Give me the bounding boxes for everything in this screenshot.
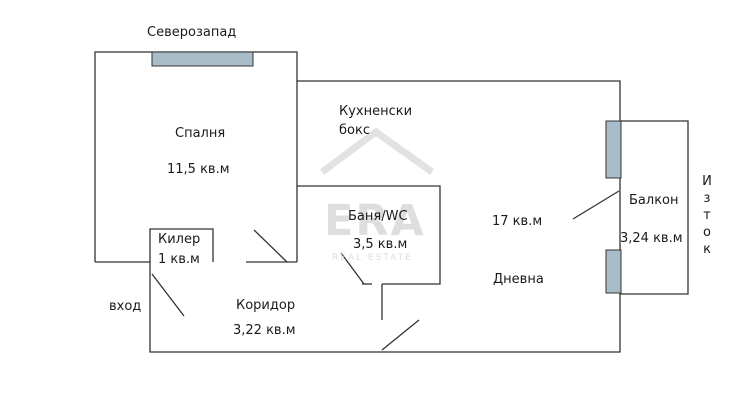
east-letter: з xyxy=(703,191,711,206)
east-letter: И xyxy=(702,174,712,189)
corridor-name-label: Коридор xyxy=(236,298,296,313)
pantry-name-label: Килер xyxy=(158,232,201,247)
east-letter: т xyxy=(703,208,711,223)
walls xyxy=(94,51,689,353)
window-balcony-bottom xyxy=(605,249,622,294)
kitchen-box-label-line2: бокс xyxy=(339,123,370,138)
windows xyxy=(151,51,622,294)
bedroom-wall xyxy=(94,51,621,353)
bedroom-area-label: 11,5 кв.м xyxy=(167,162,230,177)
era-watermark-logo xyxy=(319,127,435,175)
window-northwest xyxy=(151,51,254,67)
bedroom-name-label: Спалня xyxy=(175,126,226,141)
living-name-label: Дневна xyxy=(493,272,544,287)
balcony-area-label: 3,24 кв.м xyxy=(620,231,683,246)
east-letter: о xyxy=(703,225,711,240)
bathroom-area-label: 3,5 кв.м xyxy=(353,237,408,252)
pantry-wall xyxy=(149,228,214,296)
window-balcony-top xyxy=(605,120,622,179)
entrance-label: вход xyxy=(109,299,142,314)
corridor-area-label: 3,22 кв.м xyxy=(233,323,296,338)
balcony-door xyxy=(572,190,620,220)
era-watermark-text: ERA xyxy=(324,196,426,246)
orientation-east-label: И з т о к xyxy=(700,173,714,258)
orientation-northwest-label: Северозапад xyxy=(147,25,237,40)
living-area-label: 17 кв.м xyxy=(492,214,543,229)
balcony-name-label: Балкон xyxy=(629,193,679,208)
bathroom-name-label: Баня/WC xyxy=(348,209,408,224)
east-letter: к xyxy=(703,242,711,257)
bedroom-door xyxy=(253,229,288,263)
kitchen-box-label-line1: Кухненски xyxy=(339,104,413,119)
balcony-wall xyxy=(620,120,689,295)
bathroom-wall xyxy=(296,185,441,285)
pantry-area-label: 1 кв.м xyxy=(158,252,200,267)
bathroom-door xyxy=(340,252,365,285)
living-door xyxy=(381,319,420,351)
pantry-door xyxy=(151,273,185,317)
era-watermark-tagline: REAL ESTATE xyxy=(332,253,413,263)
